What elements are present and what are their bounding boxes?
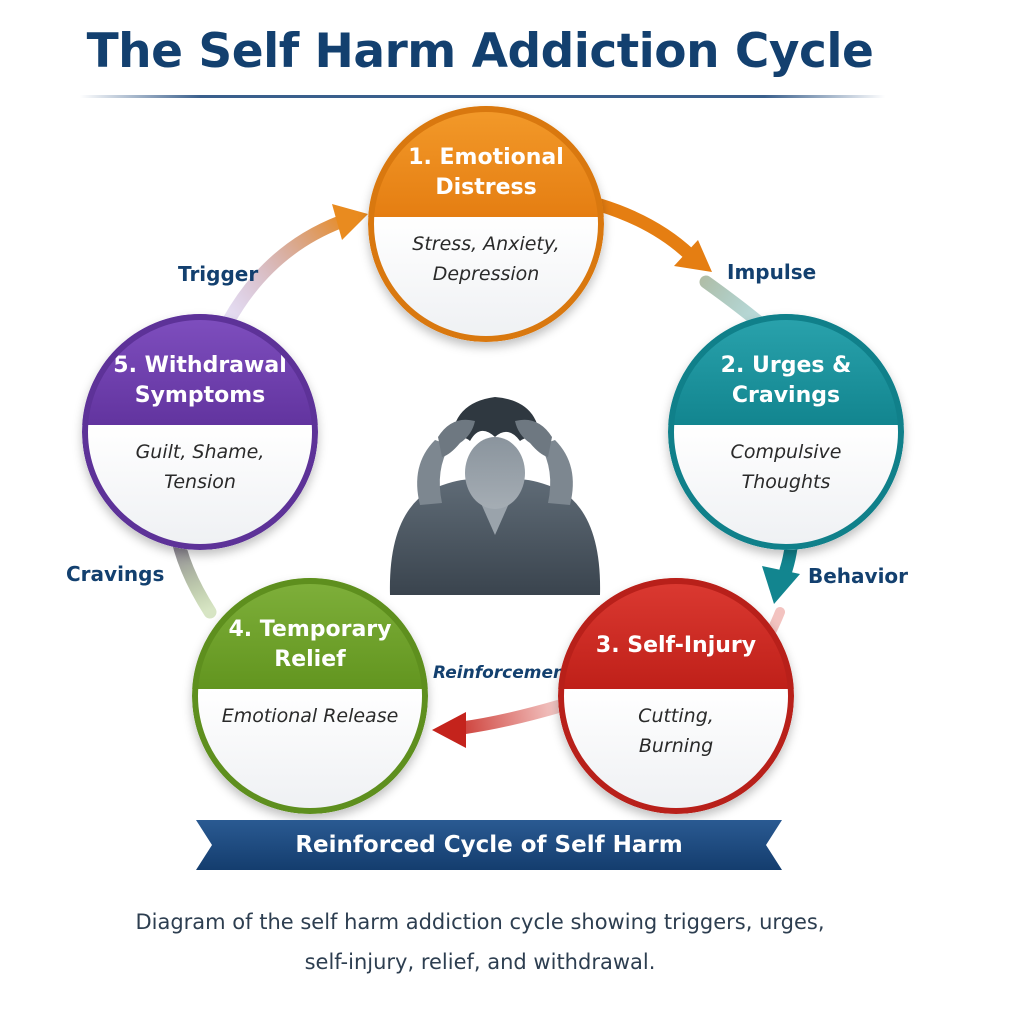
arrow-label-impulse: Impulse (727, 260, 817, 284)
node-description: Cutting, Burning (558, 688, 794, 814)
cycle-node-urges-cravings: 2. Urges & Cravings Compulsive Thoughts (668, 314, 904, 550)
node-title: 2. Urges & Cravings (668, 314, 904, 425)
cycle-node-withdrawal-symptoms: 5. Withdrawal Symptoms Guilt, Shame, Ten… (82, 314, 318, 550)
node-title: 1. Emotional Distress (368, 106, 604, 217)
distressed-person-icon (380, 385, 610, 610)
arrow-label-trigger: Trigger (178, 262, 259, 286)
banner-label: Reinforced Cycle of Self Harm (295, 832, 683, 858)
node-description: Guilt, Shame, Tension (82, 424, 318, 550)
cycle-node-self-injury: 3. Self-Injury Cutting, Burning (558, 578, 794, 814)
node-title: 4. Temporary Relief (192, 578, 428, 689)
trigger-arrow (221, 204, 368, 329)
cycle-banner: Reinforced Cycle of Self Harm (196, 820, 782, 870)
arrow-label-cravings: Cravings (66, 562, 165, 586)
title-divider (80, 95, 885, 98)
node-description: Emotional Release (192, 688, 428, 814)
reinforcement-arrow (432, 699, 567, 748)
node-description: Stress, Anxiety, Depression (368, 216, 604, 342)
node-description: Compulsive Thoughts (668, 424, 904, 550)
node-title: 5. Withdrawal Symptoms (82, 314, 318, 425)
cycle-node-emotional-distress: 1. Emotional Distress Stress, Anxiety, D… (368, 106, 604, 342)
arrow-label-reinforcement: Reinforcement (433, 663, 574, 683)
arrow-label-behavior: Behavior (808, 564, 909, 588)
page-title: The Self Harm Addiction Cycle (86, 24, 874, 79)
node-title: 3. Self-Injury (558, 578, 794, 689)
cycle-node-temporary-relief: 4. Temporary Relief Emotional Release (192, 578, 428, 814)
figure-caption: Diagram of the self harm addiction cycle… (135, 910, 825, 974)
